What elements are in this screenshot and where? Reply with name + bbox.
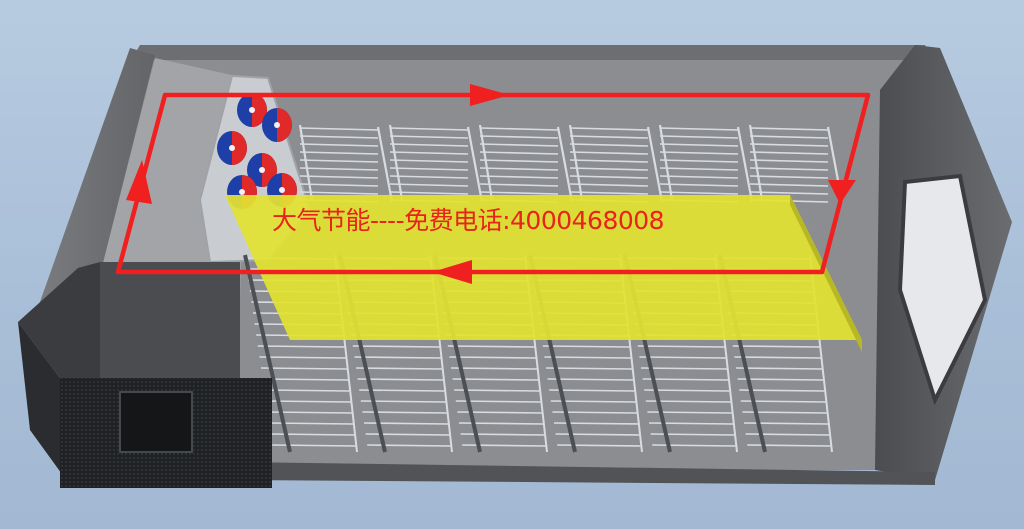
fan-3 bbox=[217, 131, 247, 165]
door-opening bbox=[897, 173, 988, 406]
air-duct-side bbox=[790, 195, 862, 352]
air-duct-top bbox=[225, 195, 862, 340]
rack-upper-6 bbox=[748, 124, 844, 203]
heat-pump-body bbox=[18, 322, 72, 488]
air-duct bbox=[225, 195, 862, 352]
airflow-path bbox=[115, 92, 871, 275]
chamber-bottom-edge bbox=[240, 462, 935, 485]
heat-pump-control-panel bbox=[119, 391, 193, 453]
airflow-arrow-right bbox=[828, 180, 856, 204]
chamber-top-rim bbox=[130, 45, 935, 62]
heat-pump-side-block bbox=[100, 262, 240, 378]
contact-caption: 大气节能----免费电话:4000468008 bbox=[272, 206, 665, 235]
chamber-left-wall bbox=[30, 48, 155, 330]
airflow-arrow-left bbox=[126, 160, 152, 204]
rack-array-upper bbox=[298, 124, 844, 203]
airflow-arrow-top bbox=[470, 84, 510, 106]
airflow-arrow-bottom bbox=[432, 260, 472, 284]
heat-pump-unit bbox=[18, 262, 272, 488]
airflow-loop bbox=[115, 84, 871, 284]
fan-2 bbox=[262, 108, 292, 142]
